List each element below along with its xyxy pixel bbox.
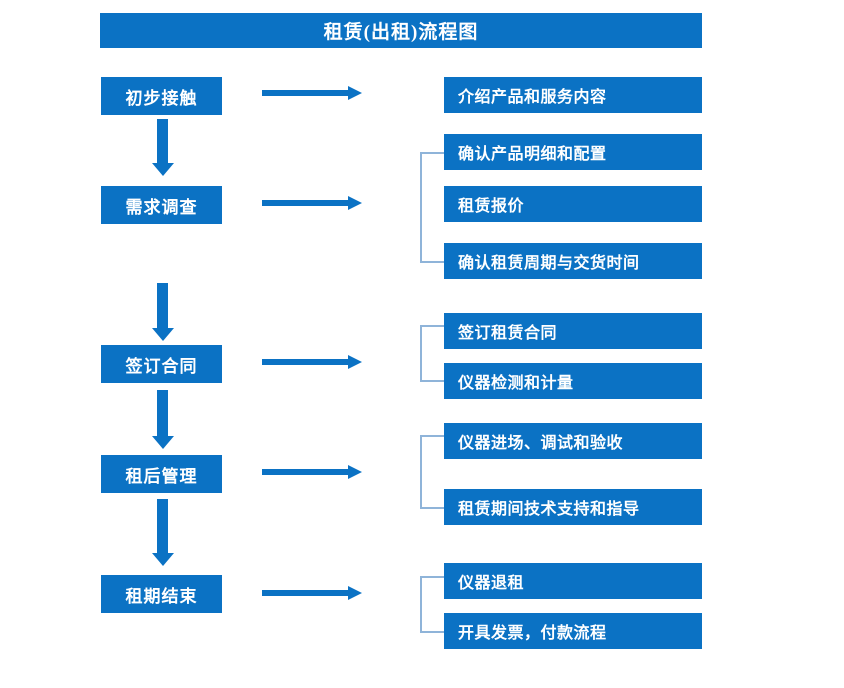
- arrow-head: [152, 328, 174, 341]
- arrow-down-icon-1: [152, 119, 174, 176]
- stage-box-lease-end[interactable]: 租期结束: [101, 575, 222, 613]
- arrow-right-icon-3: [262, 355, 362, 369]
- detail-box-technical-support[interactable]: 租赁期间技术支持和指导: [444, 489, 702, 525]
- arrow-shaft: [262, 590, 350, 596]
- arrow-head: [348, 196, 362, 210]
- detail-box-instrument-return[interactable]: 仪器退租: [444, 563, 702, 599]
- group-bracket-post-rental: [420, 435, 444, 509]
- detail-box-confirm-product-details[interactable]: 确认产品明细和配置: [444, 134, 702, 170]
- stage-box-initial-contact[interactable]: 初步接触: [101, 77, 222, 115]
- arrow-down-icon-3: [152, 390, 174, 449]
- stage-box-post-rental-management[interactable]: 租后管理: [101, 455, 222, 493]
- detail-box-sign-rental-contract[interactable]: 签订租赁合同: [444, 313, 702, 349]
- arrow-head: [348, 465, 362, 479]
- arrow-down-icon-4: [152, 499, 174, 566]
- group-bracket-lease-end: [420, 576, 444, 633]
- arrow-right-icon-5: [262, 586, 362, 600]
- arrow-shaft: [262, 90, 350, 96]
- page-title: 租赁(出租)流程图: [100, 13, 702, 48]
- group-bracket-sign-contract: [420, 325, 444, 382]
- arrow-shaft: [157, 390, 168, 436]
- arrow-head: [348, 586, 362, 600]
- stage-box-sign-contract[interactable]: 签订合同: [101, 345, 222, 383]
- arrow-down-icon-2: [152, 283, 174, 341]
- detail-box-rental-quotation[interactable]: 租赁报价: [444, 186, 702, 222]
- stage-box-needs-survey[interactable]: 需求调查: [101, 186, 222, 224]
- arrow-shaft: [157, 499, 168, 553]
- arrow-head: [348, 86, 362, 100]
- arrow-right-icon-2: [262, 196, 362, 210]
- arrow-shaft: [262, 200, 350, 206]
- arrow-head: [152, 436, 174, 449]
- arrow-shaft: [157, 283, 168, 328]
- arrow-shaft: [157, 119, 168, 163]
- arrow-head: [152, 163, 174, 176]
- arrow-shaft: [262, 359, 350, 365]
- arrow-head: [152, 553, 174, 566]
- detail-box-instrument-inspection[interactable]: 仪器检测和计量: [444, 363, 702, 399]
- arrow-right-icon-1: [262, 86, 362, 100]
- detail-box-invoice-payment[interactable]: 开具发票，付款流程: [444, 613, 702, 649]
- detail-box-introduce-products[interactable]: 介绍产品和服务内容: [444, 77, 702, 113]
- detail-box-confirm-period-delivery[interactable]: 确认租赁周期与交货时间: [444, 243, 702, 279]
- arrow-right-icon-4: [262, 465, 362, 479]
- arrow-shaft: [262, 469, 350, 475]
- group-bracket-needs-survey: [420, 152, 444, 263]
- arrow-head: [348, 355, 362, 369]
- detail-box-instrument-delivery-commissioning[interactable]: 仪器进场、调试和验收: [444, 423, 702, 459]
